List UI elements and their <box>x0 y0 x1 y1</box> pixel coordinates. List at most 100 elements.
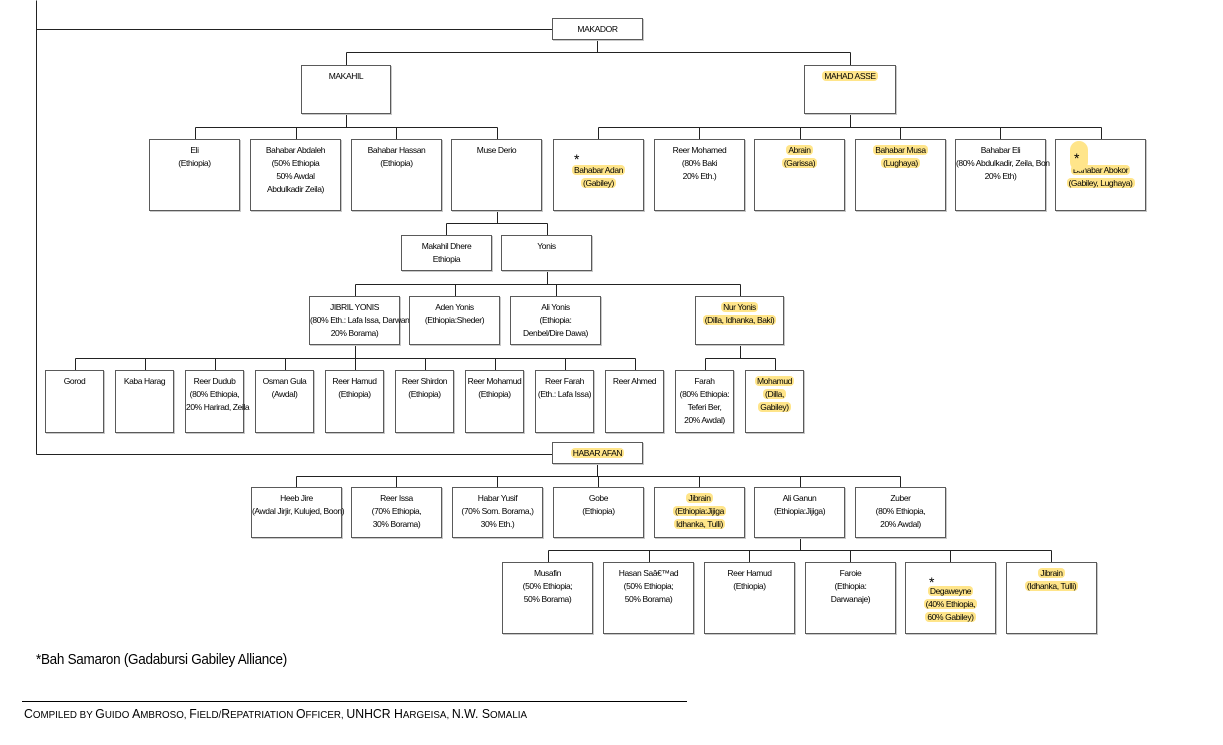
node-reer-hamud-jy: Reer Hamud(Ethiopia) <box>325 370 384 433</box>
node-line: 60% Gabiley) <box>906 611 995 624</box>
node-reer-dudub: Reer Dudub(80% Ethiopia,20% Harirad, Zei… <box>185 370 250 433</box>
credit-divider <box>22 701 687 702</box>
node-text: MAHAD ASSE <box>822 71 878 81</box>
node-line: (80% Baki <box>681 158 718 168</box>
node-text: (40% Ethiopia, <box>923 599 978 609</box>
node-line: 30% Borama) <box>372 519 421 529</box>
node-line: Bahabar Abdaleh <box>265 145 326 155</box>
node-text: Gabiley) <box>758 402 791 412</box>
node-line: 20% Awdal) <box>880 519 921 529</box>
node-text: Jibrain <box>686 493 713 503</box>
node-line: Reer Issa <box>380 493 413 503</box>
node-line: (Dilla, <box>746 388 803 401</box>
node-line: Musafin <box>534 568 561 578</box>
alliance-star-icon: * <box>574 151 580 167</box>
node-line: Ali Ganun <box>782 493 817 503</box>
node-reer-issa: Reer Issa (70% Ethiopia, 30% Borama) <box>351 487 442 538</box>
node-makahil: MAKAHIL <box>301 65 391 114</box>
node-abrain: Abrain (Garissa) <box>754 139 845 211</box>
node-reer-ahmed: Reer Ahmed <box>605 370 664 433</box>
node-line: (Awdal Jirjir, Kulujed, Boon) <box>252 506 345 516</box>
node-line: Nur Yonis <box>696 301 783 314</box>
node-text: (Gabiley) <box>581 178 616 188</box>
node-line: Ali Yonis <box>541 302 570 312</box>
node-text: Bahabar Musa <box>873 145 928 155</box>
node-line: Muse Derio <box>476 145 517 155</box>
node-line: Abrain <box>755 144 844 157</box>
node-gorod: Gorod <box>45 370 104 433</box>
node-line: (Dilla, Idhanka, Baki) <box>696 314 783 327</box>
node-line: (70% Ethiopia, <box>371 506 422 516</box>
node-line: Reer Ahmed <box>612 376 657 386</box>
node-line: 20% Eth) <box>984 171 1017 181</box>
node-line: Reer Hamud <box>332 376 377 386</box>
node-line: Reer Hamud <box>727 568 772 578</box>
node-line: MAKAHIL <box>328 71 364 81</box>
node-musafin: Musafin(50% Ethiopia;50% Borama) <box>502 562 593 634</box>
node-text: (Lughaya) <box>881 158 920 168</box>
node-line: Heeb Jire <box>280 493 313 503</box>
node-line: Aden Yonis <box>435 302 474 312</box>
node-line: (70% Som. Borama,) <box>461 506 534 516</box>
node-line: Denbel/Dire Dawa) <box>522 328 588 338</box>
node-line: (Ethiopia) <box>582 506 615 516</box>
node-line: (Garissa) <box>755 157 844 170</box>
node-text: (Garissa) <box>781 158 818 168</box>
node-text: Abrain <box>786 145 813 155</box>
node-bahabar-musa: Bahabar Musa (Lughaya) <box>855 139 946 211</box>
node-line: Idhanka, Tulli) <box>655 518 744 531</box>
node-line: Farah <box>694 376 715 386</box>
footnote: *Bah Samaron (Gadabursi Gabiley Alliance… <box>36 652 287 668</box>
node-line: (Ethiopia) <box>380 158 413 168</box>
node-line: (50% Ethiopia <box>271 158 320 168</box>
node-line: Faroie <box>839 568 862 578</box>
node-reer-shirdon: Reer Shirdon(Ethiopia) <box>395 370 454 433</box>
node-aden-yonis: Aden Yonis(Ethiopia:Sheder) <box>409 296 500 345</box>
node-gobe: Gobe(Ethiopia) <box>553 487 644 538</box>
node-line: (Ethiopia) <box>733 581 766 591</box>
node-text: HABAR AFAN <box>570 448 625 458</box>
node-mohamud: Mohamud(Dilla,Gabiley) <box>745 370 804 433</box>
node-line: (Awdal) <box>271 389 298 399</box>
node-line: Reer Dudub <box>193 376 236 386</box>
node-heeb-jire: Heeb Jire (Awdal Jirjir, Kulujed, Boon) <box>251 487 345 538</box>
node-line: Bahabar Musa <box>856 144 945 157</box>
node-line: Reer Shirdon <box>401 376 448 386</box>
node-kaba-harag: Kaba Harag <box>115 370 174 433</box>
node-line: Bahabar Abokor <box>1056 164 1145 177</box>
node-text: Degaweyne <box>927 586 974 596</box>
node-line: Gabiley) <box>746 401 803 414</box>
alliance-star-icon: * <box>929 574 935 590</box>
node-line: (Idhanka, Tulli) <box>1007 580 1096 593</box>
star-highlight <box>1070 141 1088 171</box>
node-line: (Ethiopia: <box>539 315 572 325</box>
node-line: (Ethiopia) <box>178 158 211 168</box>
node-ali-ganun: Ali Ganun(Ethiopia:Jijiga) <box>754 487 845 538</box>
node-line: MAKADOR <box>577 24 618 34</box>
node-line: Bahabar Hassan <box>367 145 426 155</box>
node-line: 20% Borama) <box>330 328 379 338</box>
node-jibril-yonis: JIBRIL YONIS(80% Eth.: Lafa Issa, Darwan… <box>309 296 414 345</box>
node-line: Reer Mohamud <box>467 376 522 386</box>
node-line: Reer Mohamed <box>672 145 727 155</box>
node-line: Teferi Ber, <box>687 402 722 412</box>
node-text: (Gabiley, Lughaya) <box>1066 178 1135 188</box>
node-line: (Eth.: Lafa Issa) <box>537 389 592 399</box>
node-text: Bahabar Adan <box>571 165 626 175</box>
node-line: Osman Gula <box>262 376 307 386</box>
node-line: Hasan Saâ€™ad <box>618 568 679 578</box>
node-reer-farah: Reer Farah(Eth.: Lafa Issa) <box>535 370 594 433</box>
node-line: (50% Ethiopia; <box>623 581 674 591</box>
node-line: Ethiopia <box>432 254 461 264</box>
node-line: 30% Eth.) <box>480 519 515 529</box>
node-text: 60% Gabiley) <box>925 612 976 622</box>
node-text: Jibrain <box>1038 568 1065 578</box>
node-line: (80% Abdulkadir, Zeila, Bon <box>956 158 1050 168</box>
node-line: (Ethiopia) <box>478 389 511 399</box>
node-line: (Lughaya) <box>856 157 945 170</box>
